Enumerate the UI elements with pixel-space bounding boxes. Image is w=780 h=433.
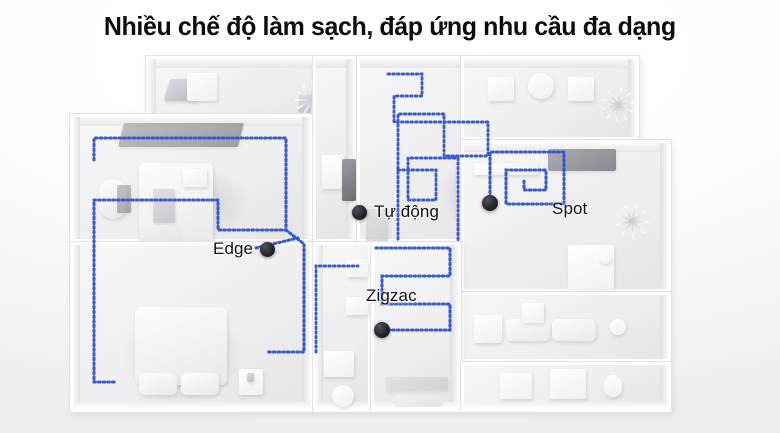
wall-right	[450, 245, 458, 409]
furniture-round-table	[528, 73, 554, 99]
furniture-counter	[366, 209, 388, 245]
furniture-bin	[604, 375, 622, 397]
wall-left	[73, 245, 80, 409]
furniture-washer	[324, 351, 354, 377]
title-bar: Nhiều chế độ làm sạch, đáp ứng nhu cầu đ…	[0, 0, 780, 52]
wall-top	[316, 59, 354, 68]
furniture-bath-mat	[392, 395, 444, 407]
furniture-headboard	[474, 163, 538, 175]
furniture-toilet	[332, 385, 354, 407]
plant-decoration	[614, 187, 650, 239]
furniture-chair	[187, 73, 217, 101]
mode-label-zigzac: Zigzac	[366, 286, 417, 306]
mode-label-auto: Tự động	[352, 202, 439, 222]
room-bedroom-main	[70, 242, 313, 412]
wall-left	[149, 59, 156, 115]
room-storage	[461, 362, 671, 412]
mode-label-spot-text: Spot	[552, 199, 588, 218]
mode-label-edge: Edge	[213, 239, 276, 259]
furniture-cabinet	[342, 159, 356, 201]
furniture-wardrobe	[568, 245, 614, 293]
furniture-pillow-left	[139, 373, 177, 395]
mode-label-spot: Spot	[552, 199, 587, 219]
wall-left	[73, 117, 80, 239]
furniture-cushion	[153, 189, 175, 223]
furniture-floor-lamp	[610, 319, 626, 335]
furniture-crate-a	[500, 373, 532, 399]
mode-label-zigzac-text: Zigzac	[366, 286, 417, 305]
room-pantry	[461, 56, 639, 140]
mode-label-edge-text: Edge	[213, 239, 254, 258]
furniture-armchair-seat	[117, 185, 131, 213]
wall-top	[464, 143, 668, 152]
robot-marker-auto	[352, 204, 367, 220]
furniture-pillow-right	[181, 373, 219, 395]
robot-marker-spot	[482, 195, 498, 211]
wall-right	[660, 143, 668, 289]
wall-right	[628, 59, 636, 137]
wall-top	[73, 117, 310, 126]
furniture-shelf-a	[346, 259, 368, 277]
room-utility	[313, 242, 371, 412]
furniture-sofa-back	[522, 303, 544, 323]
wall-right	[660, 295, 668, 359]
mode-label-auto-text: Tự động	[374, 202, 440, 221]
furniture-tile-strip	[386, 377, 448, 391]
floor-plan	[58, 52, 724, 424]
wall-right	[346, 59, 354, 239]
wall-top	[149, 59, 348, 68]
furniture-shelf-b	[346, 297, 368, 315]
wall-right	[660, 365, 668, 409]
wall-right	[302, 117, 310, 239]
robot-marker-edge	[260, 241, 276, 257]
furniture-ceiling-panel	[548, 149, 616, 171]
furniture-sofa-seat-left	[506, 319, 550, 341]
furniture-sofa-seat-right	[552, 319, 596, 341]
furniture-side-table	[183, 169, 207, 187]
page-title: Nhiều chế độ làm sạch, đáp ứng nhu cầu đ…	[104, 10, 676, 41]
wall-top	[464, 59, 636, 68]
furniture-lamp	[247, 373, 254, 382]
wall-bottom	[73, 402, 310, 409]
plant-decoration	[295, 67, 329, 117]
room-lounge	[461, 292, 671, 362]
furniture-shelf	[474, 315, 502, 343]
wall-left	[316, 245, 323, 409]
furniture-box-b	[568, 77, 594, 101]
wall-right	[302, 245, 310, 409]
room-hall	[313, 56, 357, 242]
robot-marker-zigzac	[374, 322, 390, 338]
furniture-crate-b	[550, 369, 586, 399]
furniture-tv-unit	[118, 123, 244, 147]
plant-decoration	[598, 69, 636, 123]
room-living-room	[70, 114, 313, 247]
wall-bottom	[464, 402, 668, 409]
wall-top	[360, 59, 506, 68]
furniture-console	[322, 155, 344, 189]
furniture-knob	[600, 253, 611, 264]
furniture-box-a	[488, 77, 514, 101]
